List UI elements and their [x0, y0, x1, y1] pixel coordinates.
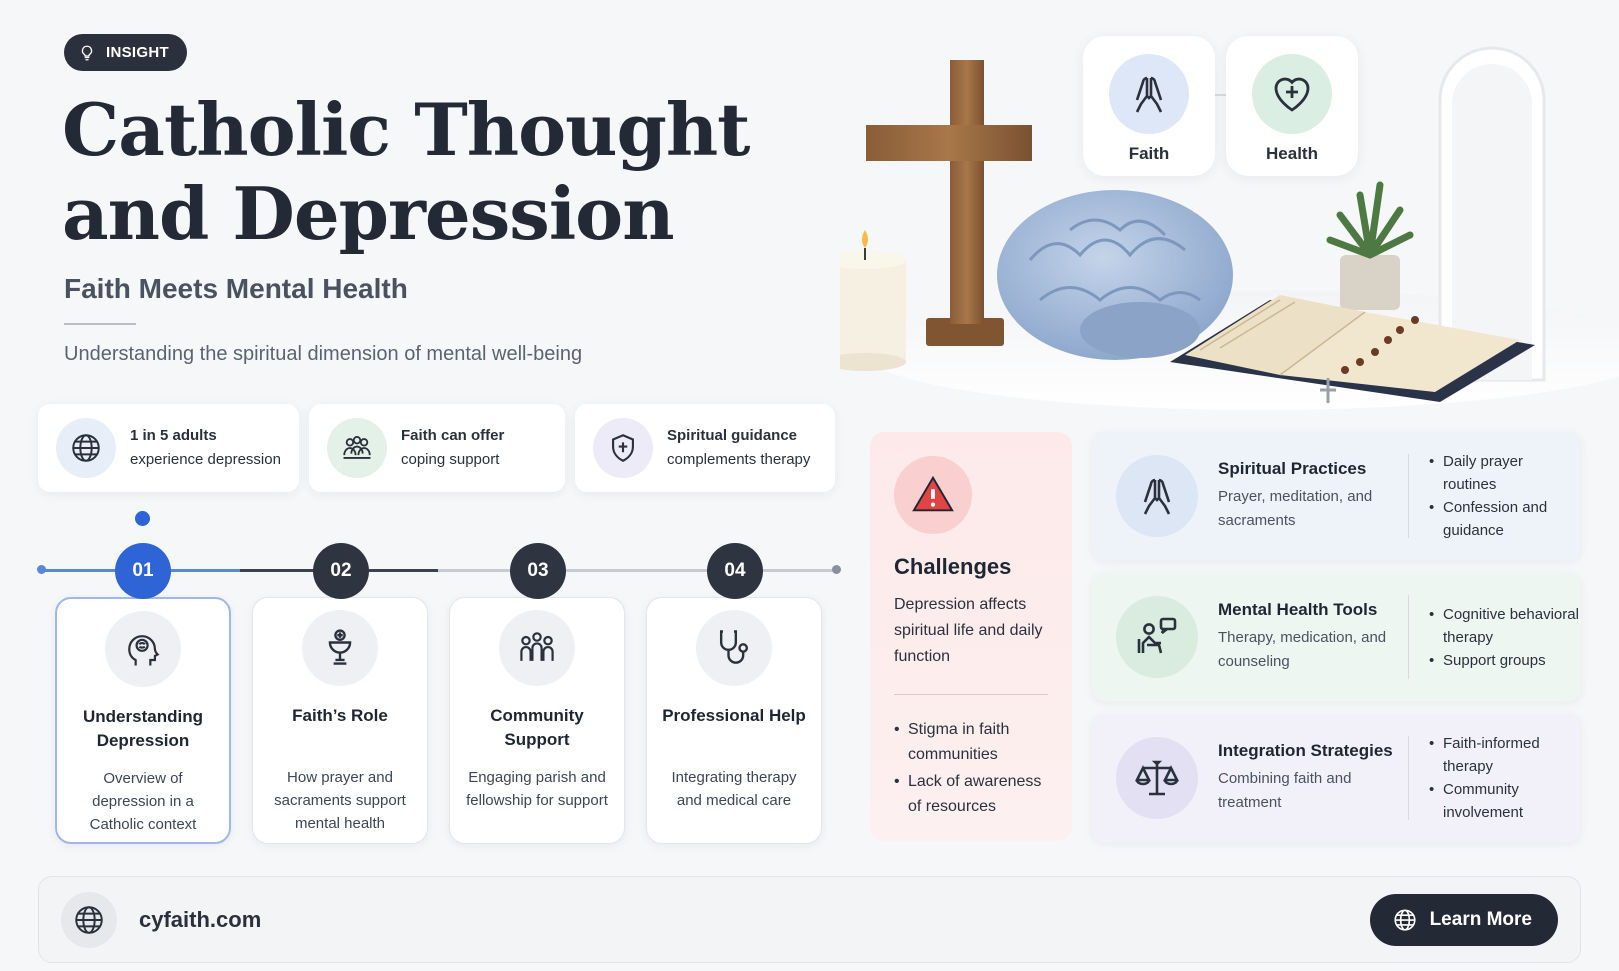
- stat-bold: 1 in 5 adults: [130, 427, 217, 444]
- badge-label: INSIGHT: [106, 44, 169, 61]
- praying-hands-icon: [1109, 54, 1189, 134]
- step-card-faith-role[interactable]: Faith’s Role How prayer and sacraments s…: [252, 597, 428, 844]
- step-desc: Engaging parish and fellowship for suppo…: [466, 769, 608, 809]
- stat-card-adults: 1 in 5 adults experience depression: [38, 404, 299, 492]
- step-card-community[interactable]: Community Support Engaging parish and fe…: [449, 597, 625, 844]
- strategy-card-spiritual[interactable]: Spiritual Practices Prayer, meditation, …: [1092, 432, 1581, 560]
- chalice-icon: [302, 610, 378, 686]
- stat-text: complements therapy: [667, 451, 811, 468]
- lightbulb-icon: [81, 45, 93, 60]
- step-title: Community Support: [490, 706, 584, 749]
- pillar-label: Faith: [1128, 144, 1170, 163]
- step-number-4: 04: [707, 543, 763, 599]
- challenges-list: Stigma in faith communities Lack of awar…: [894, 717, 1048, 819]
- strategy-title: Mental Health Tools: [1218, 600, 1378, 619]
- strategy-desc: Prayer, meditation, and sacraments: [1218, 488, 1373, 529]
- list-item: Lack of awareness of resources: [894, 769, 1048, 819]
- strategy-desc: Combining faith and treatment: [1218, 770, 1352, 811]
- scales-icon: [1116, 737, 1198, 819]
- step-number-3: 03: [510, 543, 566, 599]
- community-icon: [327, 418, 387, 478]
- learn-more-button[interactable]: Learn More: [1369, 893, 1558, 946]
- step-title: Faith’s Role: [292, 706, 388, 725]
- timeline-end-dot: [832, 565, 841, 574]
- divider: [894, 694, 1048, 695]
- timeline-marker: [135, 511, 150, 526]
- potted-plant: [1326, 181, 1414, 310]
- challenges-card: Challenges Depression affects spiritual …: [870, 432, 1072, 841]
- globe-icon: [56, 418, 116, 478]
- strategy-title: Integration Strategies: [1218, 741, 1393, 760]
- title-line-2: and Depression: [62, 171, 675, 256]
- hero-illustration: Faith Health: [824, 0, 1619, 420]
- page-subtitle: Faith Meets Mental Health: [64, 273, 408, 304]
- list-item: Cognitive behavioral therapy: [1429, 603, 1579, 649]
- divider: [64, 323, 136, 325]
- step-number-1: 01: [115, 543, 171, 599]
- list-item: Support groups: [1429, 649, 1579, 672]
- counseling-icon: [1116, 596, 1198, 678]
- step-title: Professional Help: [662, 706, 806, 725]
- strategy-card-mental-health[interactable]: Mental Health Tools Therapy, medication,…: [1092, 573, 1581, 701]
- page-title: Catholic Thought and Depression: [62, 88, 822, 256]
- strategy-list: Daily prayer routines Confession and gui…: [1429, 450, 1579, 542]
- globe-icon: [61, 891, 117, 948]
- learn-more-label: Learn More: [1429, 908, 1532, 930]
- step-card-professional[interactable]: Professional Help Integrating therapy an…: [646, 597, 822, 844]
- open-bible: [1170, 295, 1535, 403]
- list-item: Daily prayer routines: [1429, 450, 1579, 496]
- people-icon: [499, 610, 575, 686]
- stat-text: experience depression: [130, 451, 281, 468]
- challenges-desc: Depression affects spiritual life and da…: [894, 596, 1043, 665]
- pillar-card-faith: Faith: [1083, 36, 1215, 176]
- title-line-1: Catholic Thought: [62, 87, 750, 172]
- strategy-card-integration[interactable]: Integration Strategies Combining faith a…: [1092, 714, 1581, 842]
- list-item: Community involvement: [1429, 778, 1579, 824]
- strategy-list: Faith-informed therapy Community involve…: [1429, 732, 1579, 824]
- stat-card-coping: Faith can offer coping support: [309, 404, 565, 492]
- stat-bold: Spiritual guidance: [667, 427, 798, 444]
- divider: [1408, 595, 1409, 679]
- shield-cross-icon: [593, 418, 653, 478]
- strategy-desc: Therapy, medication, and counseling: [1218, 629, 1387, 670]
- site-link[interactable]: cyfaith.com: [139, 906, 262, 932]
- challenges-title: Challenges: [894, 554, 1012, 579]
- pillar-card-health: Health: [1226, 36, 1358, 176]
- stat-text: coping support: [401, 451, 500, 468]
- list-item: Confession and guidance: [1429, 496, 1579, 542]
- timeline-line-muted: [438, 569, 836, 572]
- list-item: Faith-informed therapy: [1429, 732, 1579, 778]
- brain-model: [997, 190, 1233, 360]
- step-desc: Overview of depression in a Catholic con…: [89, 770, 197, 833]
- globe-icon: [1394, 908, 1416, 931]
- strategy-title: Spiritual Practices: [1218, 459, 1367, 478]
- step-card-understanding[interactable]: Understanding Depression Overview of dep…: [55, 597, 231, 844]
- timeline-start-dot: [37, 565, 46, 574]
- step-number-2: 02: [313, 543, 369, 599]
- scene-art: [824, 0, 1619, 420]
- stethoscope-icon: [696, 610, 772, 686]
- head-brain-icon: [105, 611, 181, 687]
- strategy-list: Cognitive behavioral therapy Support gro…: [1429, 603, 1579, 672]
- heart-plus-icon: [1252, 54, 1332, 134]
- stat-bold: Faith can offer: [401, 427, 505, 444]
- tagline: Understanding the spiritual dimension of…: [64, 343, 583, 365]
- insight-badge: INSIGHT: [64, 34, 187, 71]
- footer-bar: cyfaith.com Learn More: [38, 876, 1581, 963]
- praying-hands-icon: [1116, 455, 1198, 537]
- warning-icon: [894, 456, 972, 534]
- divider: [1408, 454, 1409, 538]
- step-desc: Integrating therapy and medical care: [671, 769, 797, 809]
- wooden-cross: [866, 60, 1032, 346]
- divider: [1408, 736, 1409, 820]
- step-desc: How prayer and sacraments support mental…: [274, 769, 406, 832]
- pillar-label: Health: [1266, 144, 1318, 163]
- stat-card-guidance: Spiritual guidance complements therapy: [575, 404, 835, 492]
- list-item: Stigma in faith communities: [894, 717, 1048, 767]
- step-title: Understanding Depression: [83, 707, 203, 750]
